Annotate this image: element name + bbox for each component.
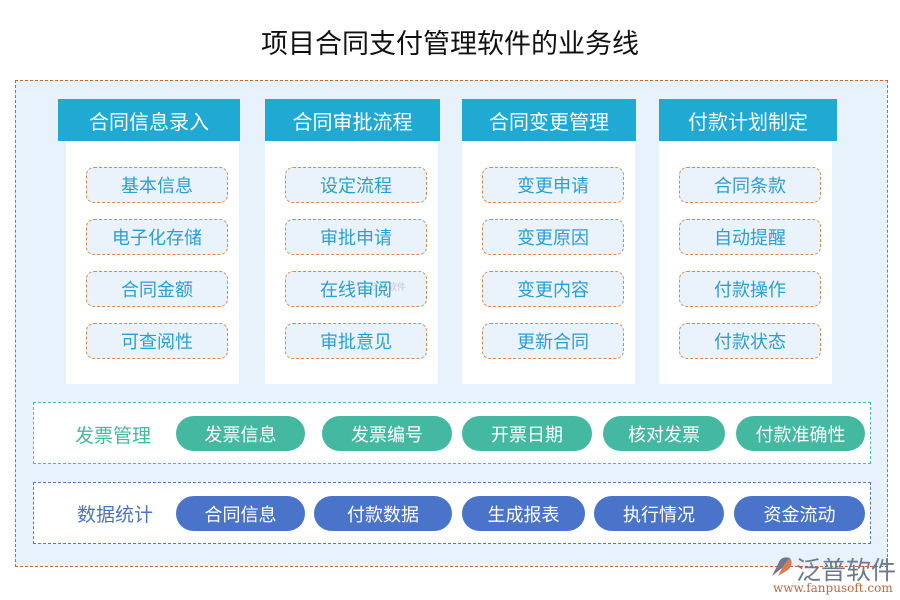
column-header-change-management: 合同变更管理 (462, 99, 636, 141)
item-update-contract: 更新合同 (482, 323, 624, 359)
logo-url: www.fanpusoft.com (773, 581, 893, 595)
column-header-contract-entry: 合同信息录入 (58, 99, 240, 141)
fanpu-logo-icon (772, 557, 792, 576)
item-approval-opinion: 审批意见 (285, 323, 427, 359)
item-change-content: 变更内容 (482, 271, 624, 307)
pill-contract-info: 合同信息 (176, 496, 305, 531)
invoice-row-label: 发票管理 (75, 424, 152, 447)
pill-fund-flow: 资金流动 (734, 496, 865, 531)
stats-row-label: 数据统计 (77, 503, 154, 526)
pill-invoice-date: 开票日期 (462, 416, 592, 451)
pill-verify-invoice: 核对发票 (603, 416, 725, 451)
logo-name: 泛普软件 (796, 556, 897, 585)
item-payment-status: 付款状态 (679, 323, 821, 359)
item-approval-request: 审批申请 (285, 219, 427, 255)
item-auto-reminder: 自动提醒 (679, 219, 821, 255)
item-online-review: 在线审阅 (285, 271, 427, 307)
item-basic-info: 基本信息 (86, 167, 228, 203)
item-set-process: 设定流程 (285, 167, 427, 203)
pill-payment-accuracy: 付款准确性 (736, 416, 865, 451)
invoice-management-row (33, 402, 871, 464)
pill-execution-status: 执行情况 (594, 496, 724, 531)
item-electronic-storage: 电子化存储 (86, 219, 228, 255)
item-contract-amount: 合同金额 (86, 271, 228, 307)
watermark-text: 泛普软件 (370, 283, 407, 293)
item-payment-operation: 付款操作 (679, 271, 821, 307)
data-statistics-row (33, 482, 871, 544)
item-accessibility: 可查阅性 (86, 323, 228, 359)
pill-payment-data: 付款数据 (314, 496, 452, 531)
column-header-payment-plan: 付款计划制定 (659, 99, 837, 141)
pill-generate-report: 生成报表 (462, 496, 585, 531)
item-change-request: 变更申请 (482, 167, 624, 203)
fanpu-logo: 泛普软件 www.fanpusoft.com (770, 553, 897, 598)
pill-invoice-info: 发票信息 (176, 416, 305, 451)
column-header-approval-flow: 合同审批流程 (265, 99, 440, 141)
item-contract-terms: 合同条款 (679, 167, 821, 203)
diagram-title: 项目合同支付管理软件的业务线 (261, 29, 639, 60)
item-change-reason: 变更原因 (482, 219, 624, 255)
pill-invoice-number: 发票编号 (322, 416, 452, 451)
